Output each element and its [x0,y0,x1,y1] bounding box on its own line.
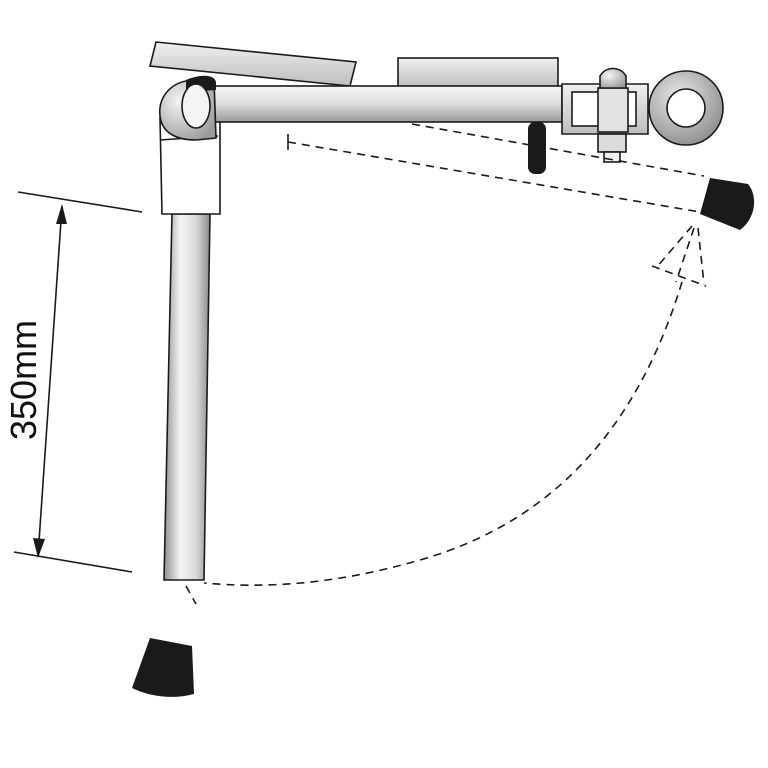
vertical-leg-tube [163,213,211,581]
dimension-arrow-line [37,205,63,557]
dimension-extension-line-top [17,191,143,213]
mounting-ring-hole [666,88,706,128]
folded-position-outline [287,123,707,287]
rubber-foot-folded [700,178,755,230]
locking-knob [528,122,546,174]
folded-tip-ray-1 [655,225,693,269]
folded-leg-edge-top [287,141,701,213]
vertical-leg [159,117,221,581]
horizontal-arm [159,75,563,141]
horizontal-arm-tube [195,85,563,123]
folded-tip-ray-2 [675,227,695,283]
bolt-tip [603,151,621,163]
folded-tip-cap [651,265,707,287]
clamp-block [397,57,559,89]
bolt-head [599,67,627,89]
end-fitting [561,67,724,163]
leg-tip-dash [185,585,197,605]
bolt-body [597,87,629,133]
hinge-pin [181,83,211,129]
dimension-arrowhead-top [56,204,67,224]
folded-leg-edge-bottom [411,123,705,177]
swing-arc [203,281,683,586]
bolt-nut [597,133,627,153]
top-plate [148,41,358,87]
rubber-foot-extended [132,638,194,697]
folded-tip-ray-3 [697,227,705,285]
dimension-marker: 350mm [3,191,143,573]
dimension-arrowhead-bottom [33,538,45,558]
dimension-extension-line-bottom [13,551,133,573]
dimension-label: 350mm [3,320,44,440]
